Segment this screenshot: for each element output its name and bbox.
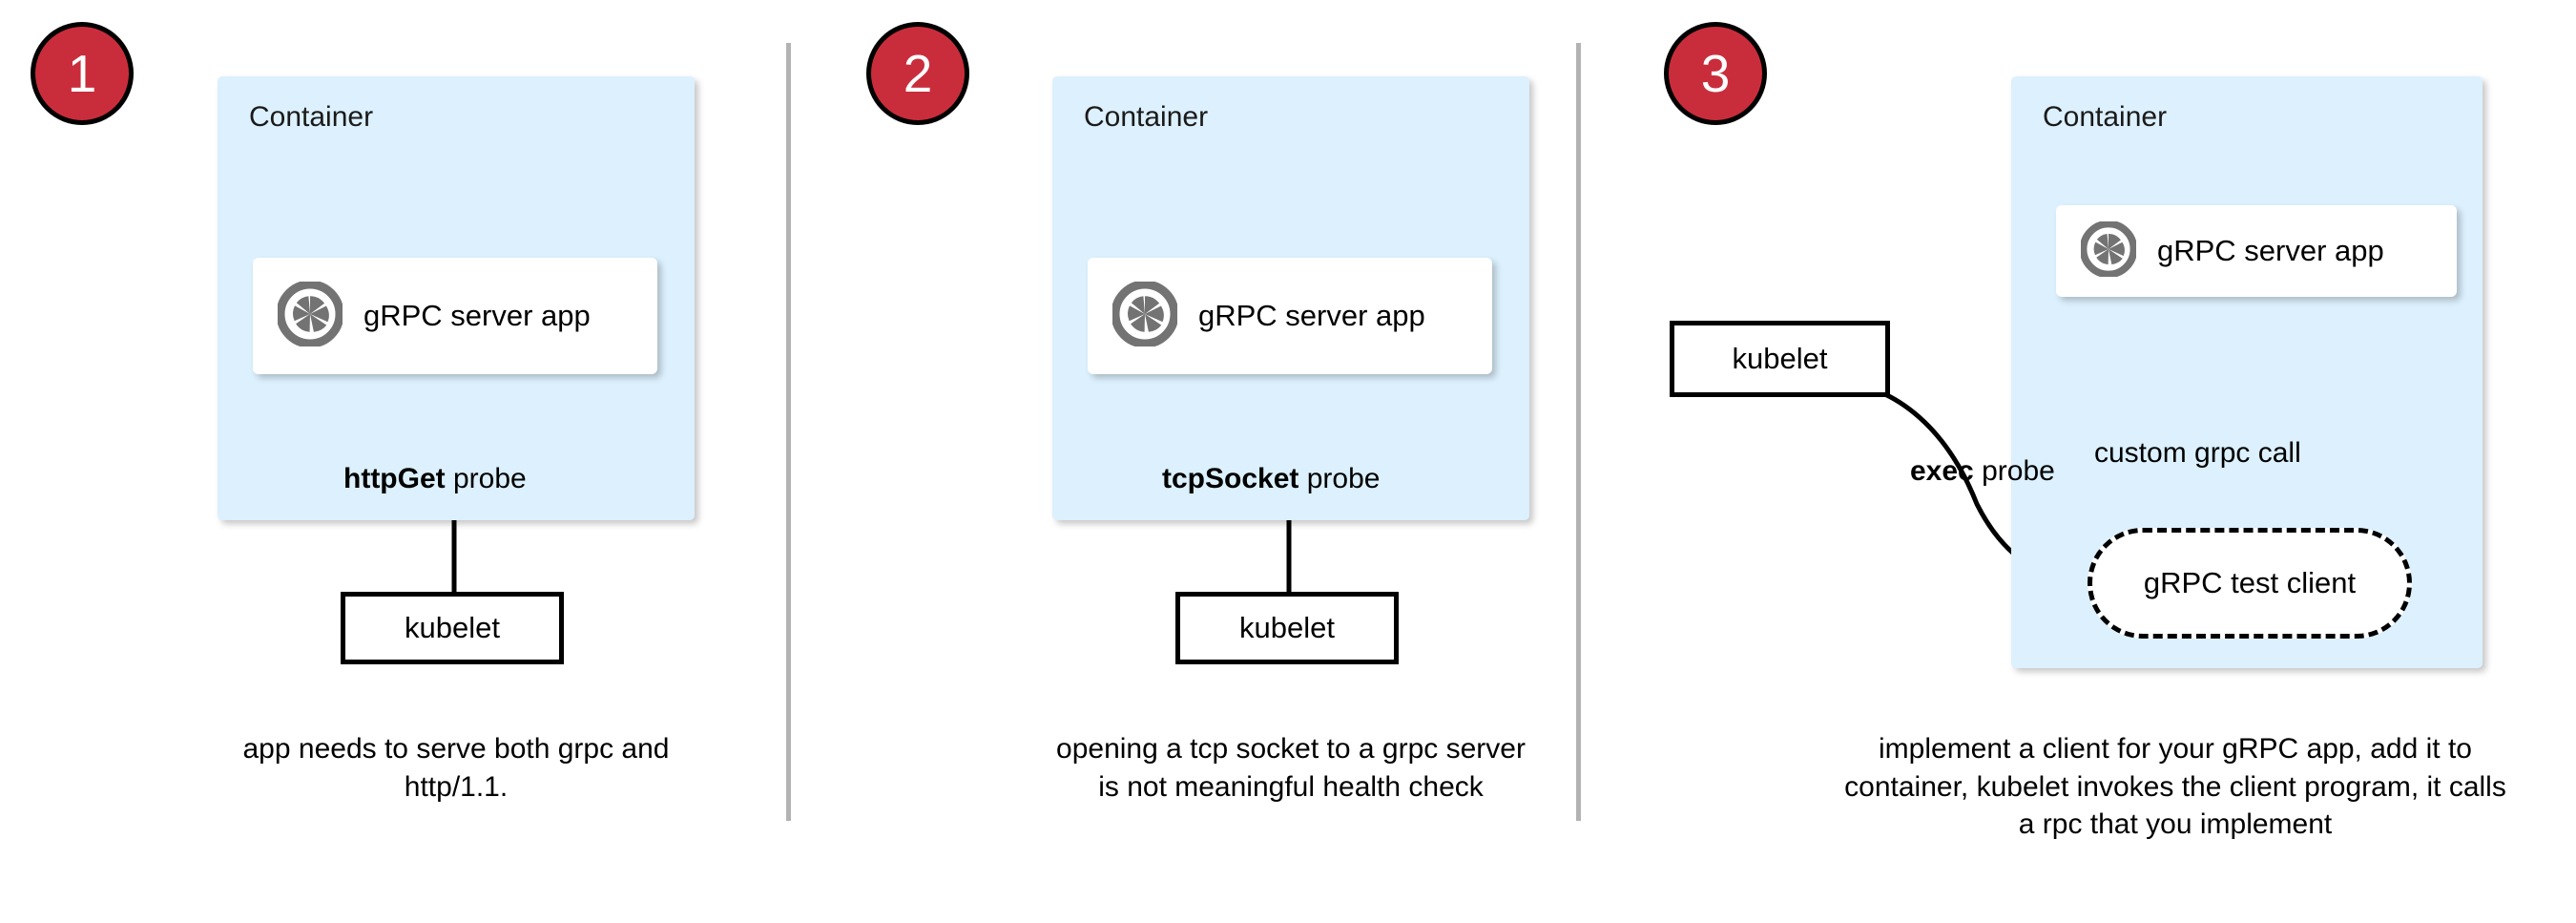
panel-2-kubelet-label: kubelet: [1239, 611, 1335, 644]
panel-1-kubelet-box: kubelet: [341, 592, 564, 664]
panel-1-caption: app needs to serve both grpc and http/1.…: [242, 733, 670, 803]
step-badge-1-number: 1: [67, 43, 97, 103]
panel-2-probe-label: tcpSocket probe: [1162, 463, 1380, 495]
panel-3-probe-label: exec probe: [1910, 455, 2055, 488]
panel-1-app-label: gRPC server app: [364, 299, 591, 332]
panel-1-probe-label-bold: httpGet: [343, 463, 446, 494]
panel-1-kubelet-label: kubelet: [405, 611, 500, 644]
panel-1-probe-label-rest: probe: [445, 463, 527, 494]
panel-3-caption: implement a client for your gRPC app, ad…: [1844, 733, 2506, 841]
panel-3-grpc-test-client-pill: gRPC test client: [2088, 528, 2412, 639]
panel-3-app-label: gRPC server app: [2157, 234, 2384, 267]
panel-3-probe-label-bold: exec: [1910, 455, 1974, 487]
panel-2-probe-label-rest: probe: [1298, 463, 1381, 494]
panel-1-container-label: Container: [249, 101, 374, 133]
step-badge-3: 3: [1664, 22, 1767, 125]
panel-3-grpc-server-app-card: gRPC server app: [2056, 205, 2457, 297]
panel-2-probe-label-bold: tcpSocket: [1162, 463, 1299, 494]
step-badge-3-number: 3: [1700, 43, 1731, 103]
panel-2-app-label: gRPC server app: [1198, 299, 1425, 332]
panel-2-caption: opening a tcp socket to a grpc server is…: [1056, 733, 1526, 803]
step-badge-2-number: 2: [903, 43, 933, 103]
step-badge-1: 1: [31, 22, 134, 125]
grpc-aperture-icon: [1111, 280, 1179, 351]
step-badge-2: 2: [866, 22, 969, 125]
grpc-aperture-icon: [276, 280, 344, 351]
panel-2-container-label: Container: [1084, 101, 1209, 133]
panel-3-container-label: Container: [2043, 101, 2168, 133]
panel-divider-2: [1576, 43, 1581, 821]
panel-3-kubelet-label: kubelet: [1732, 342, 1828, 375]
panel-2-grpc-server-app-card: gRPC server app: [1088, 258, 1492, 374]
panel-2-kubelet-box: kubelet: [1175, 592, 1399, 664]
grpc-aperture-icon: [2079, 220, 2138, 282]
panel-1-probe-label: httpGet probe: [343, 463, 527, 495]
panel-3-probe-label-rest: probe: [1973, 455, 2055, 487]
panel-3-custom-call-label: custom grpc call: [2094, 437, 2301, 469]
panel-3-client-label: gRPC test client: [2143, 566, 2357, 599]
panel-1-grpc-server-app-card: gRPC server app: [253, 258, 657, 374]
panel-3-kubelet-box: kubelet: [1670, 321, 1890, 397]
panel-divider-1: [786, 43, 791, 821]
